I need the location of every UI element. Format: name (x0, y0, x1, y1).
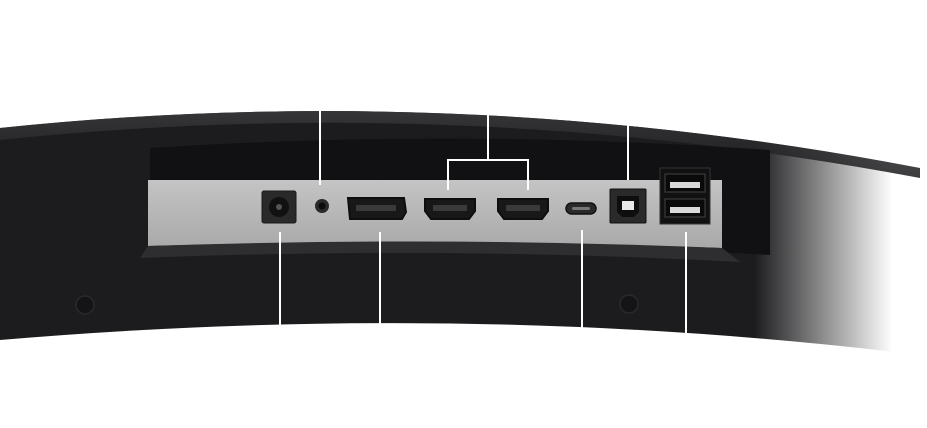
callout-lines-bottom (279, 230, 687, 336)
usb-b-icon (609, 188, 647, 224)
housing-top-edge (0, 111, 920, 178)
hdmi-icon (424, 198, 476, 220)
callout-lines-top (319, 100, 629, 190)
usb-a-stack-icon (659, 167, 711, 225)
hdmi-icon (497, 198, 549, 220)
screw-left (75, 295, 95, 315)
io-ledge (140, 241, 740, 262)
usb-c-icon (565, 202, 597, 215)
audio-jack-icon (315, 199, 329, 213)
displayport-icon (346, 197, 408, 220)
dc-power-jack-icon (261, 190, 297, 224)
screw-right (619, 294, 639, 314)
